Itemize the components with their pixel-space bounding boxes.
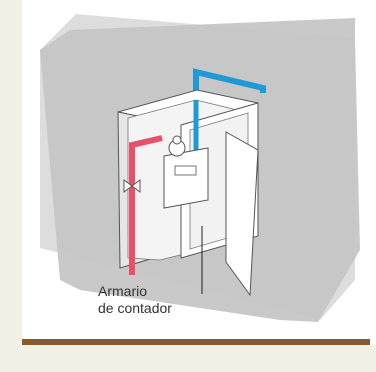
blue-pipe-top <box>193 68 266 100</box>
regulator-cap-icon <box>172 135 182 145</box>
meter-cabinet-illustration <box>22 0 376 345</box>
diagram-canvas <box>22 0 376 372</box>
gas-meter <box>163 147 209 209</box>
cabinet-callout-label: Armario de contador <box>98 283 172 317</box>
callout-line-2: de contador <box>98 300 172 316</box>
gas-valve-icon <box>123 179 141 193</box>
gas-pipe <box>129 135 163 275</box>
cabinet-door <box>225 131 259 297</box>
callout-line-1: Armario <box>98 283 148 299</box>
gas-meter-display <box>174 165 197 176</box>
bottom-bar <box>22 339 370 345</box>
